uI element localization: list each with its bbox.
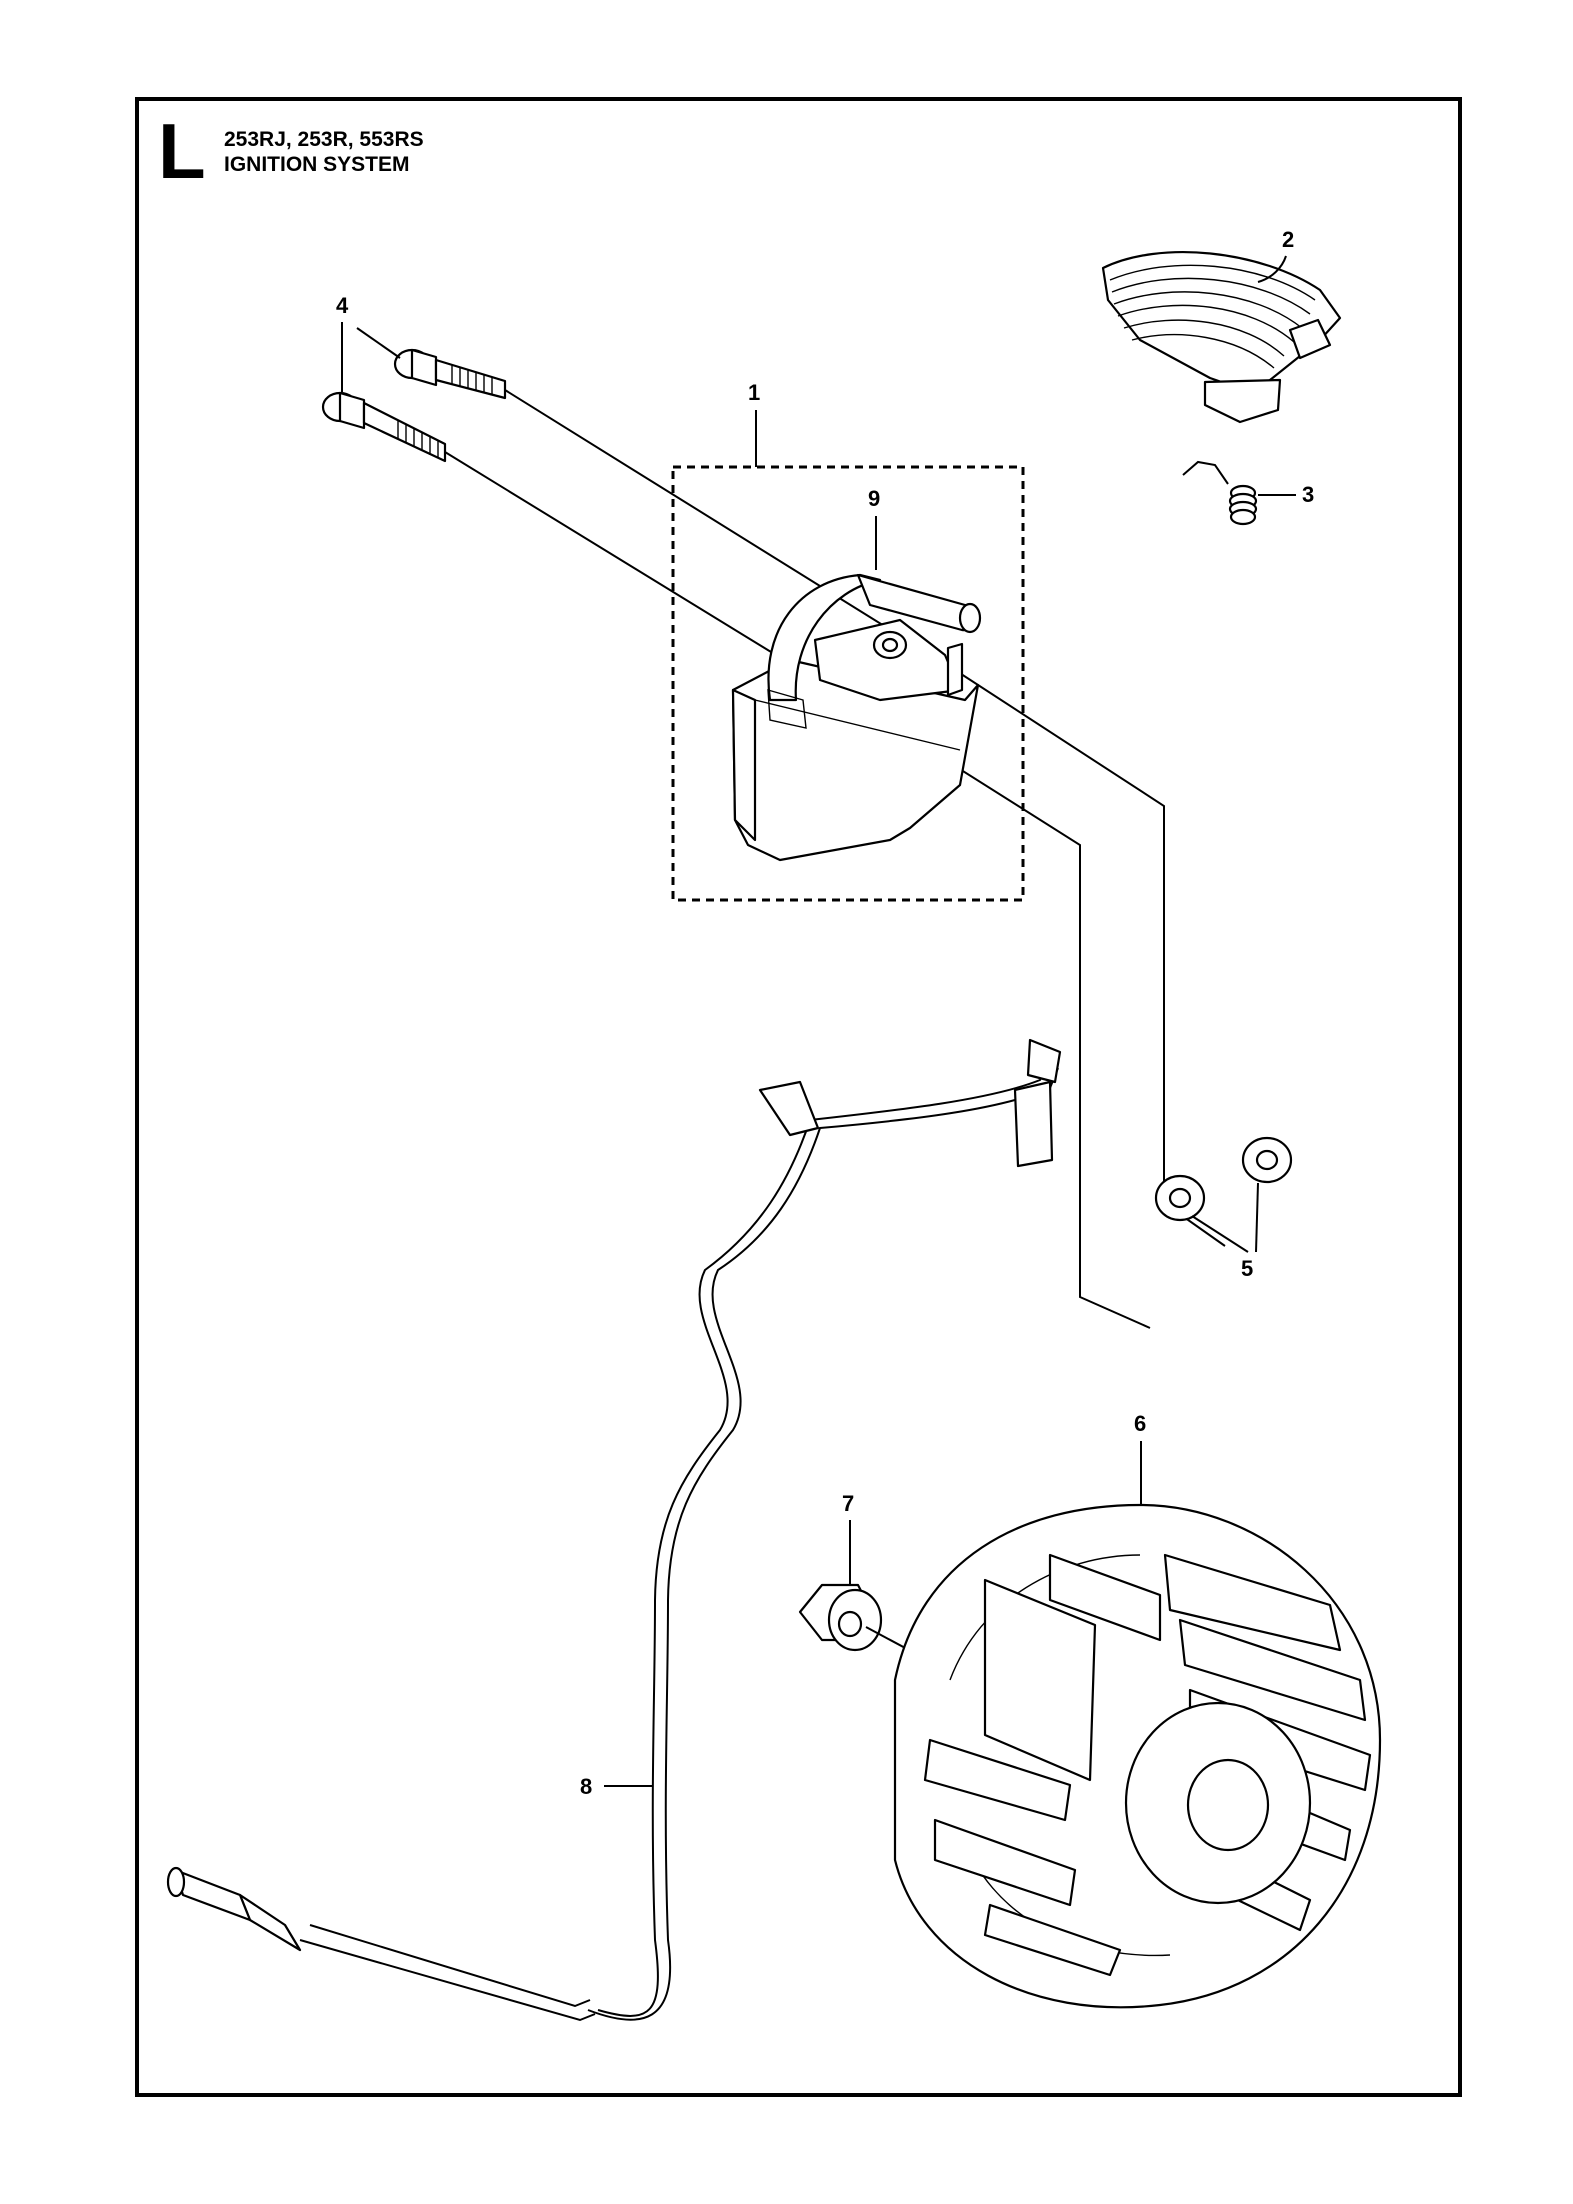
svg-text:6: 6 [1134,1411,1146,1436]
spacer-right[interactable] [1241,1136,1293,1184]
svg-text:8: 8 [580,1774,592,1799]
stop-switch-cap[interactable] [1101,251,1342,424]
leader-screw-lower [444,451,1151,1329]
callout-3: 3 [1258,482,1314,507]
svg-text:2: 2 [1282,227,1294,252]
torsion-spring[interactable] [1182,460,1258,526]
svg-text:7: 7 [842,1491,854,1516]
callout-7: 7 [842,1491,854,1585]
svg-text:9: 9 [868,486,880,511]
callout-2: 2 [1257,227,1294,283]
callout-1: 1 [748,380,760,467]
callout-6: 6 [1134,1411,1146,1505]
svg-text:3: 3 [1302,482,1314,507]
screw-lower[interactable] [321,391,447,463]
svg-text:4: 4 [336,293,349,318]
screw-upper[interactable] [393,348,507,400]
short-circuit-cable[interactable] [166,1038,1062,2022]
flywheel[interactable] [893,1503,1382,2009]
model-list: 253RJ, 253R, 553RS [224,128,424,151]
callout-9: 9 [868,486,880,570]
flywheel-nut[interactable] [798,1583,883,1652]
ignition-module-group-box [671,465,1025,902]
svg-text:5: 5 [1241,1256,1253,1281]
drawing-frame [135,97,1462,2097]
spacer-left[interactable] [1154,1174,1206,1222]
callout-4: 4 [336,293,401,392]
svg-text:1: 1 [748,380,760,405]
ignition-coil[interactable] [731,573,982,862]
diagram-title: IGNITION SYSTEM [224,153,410,176]
section-letter: L [158,107,206,195]
callout-8: 8 [580,1774,652,1799]
callout-5: 5 [1191,1182,1259,1281]
